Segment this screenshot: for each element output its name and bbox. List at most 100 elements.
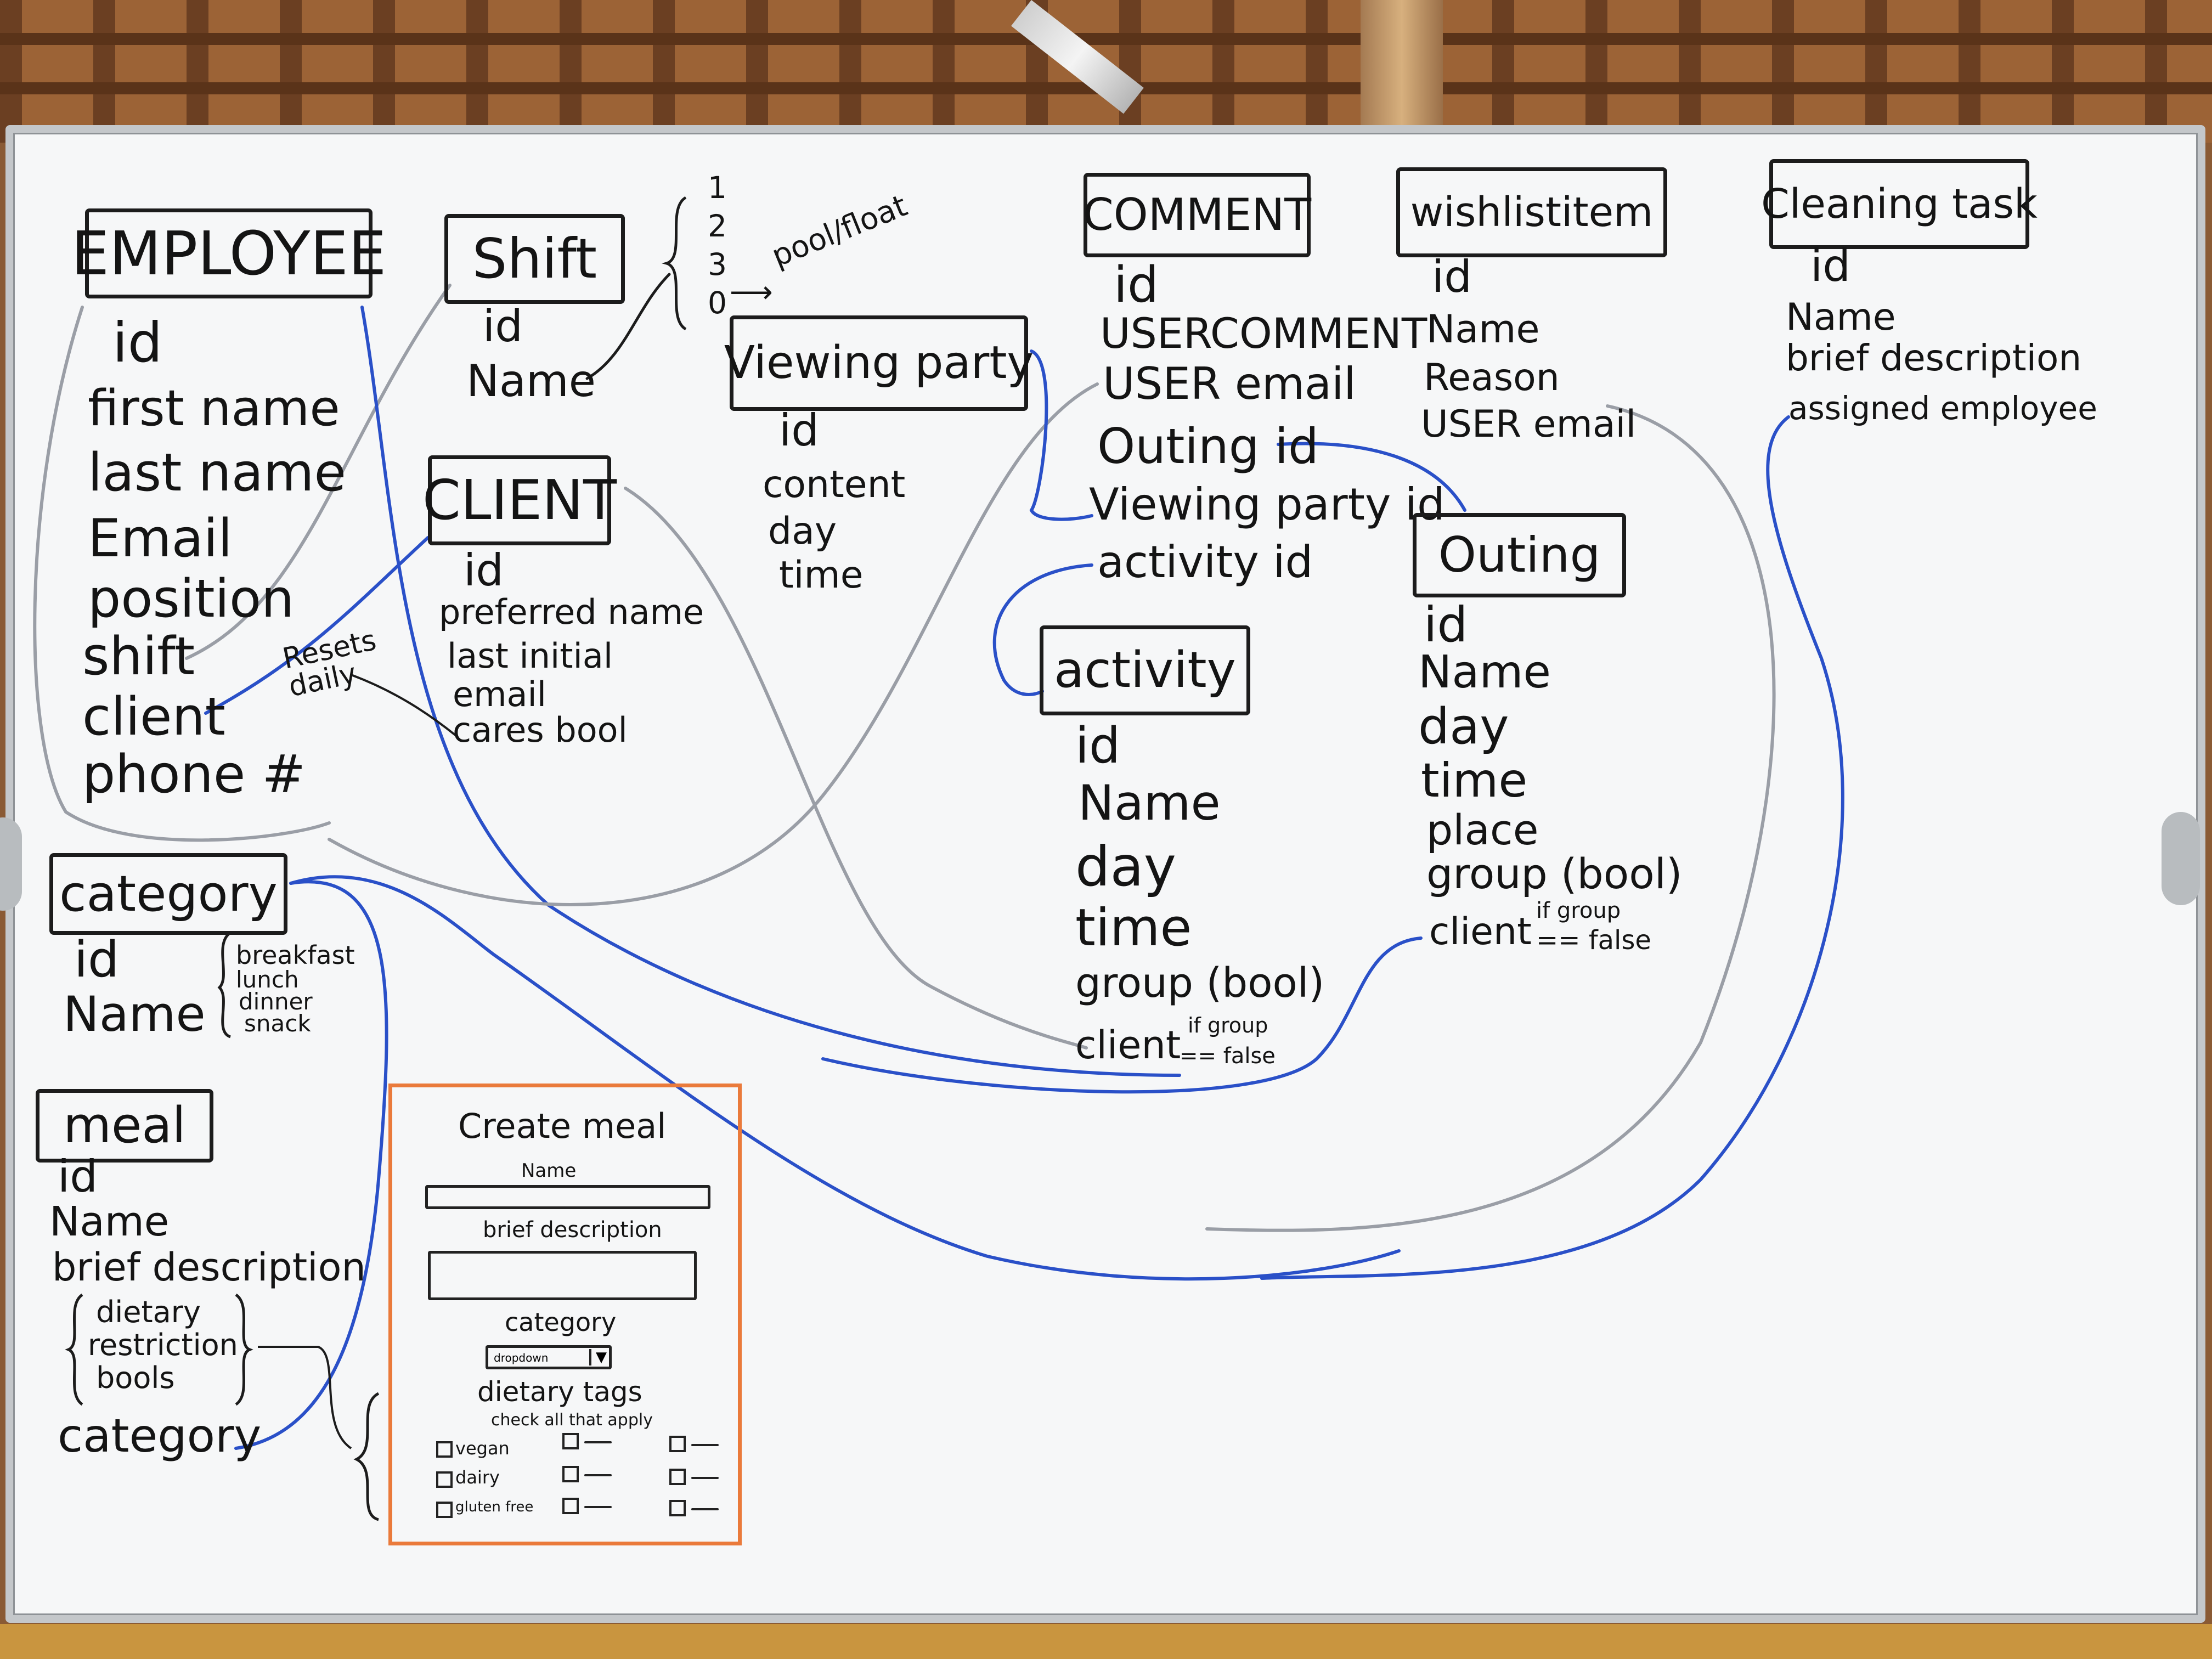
- cleaning-task-title-box: Cleaning task: [1761, 159, 2038, 249]
- category-title-box: category: [49, 853, 287, 935]
- employee-field-position: position: [88, 569, 295, 629]
- activity-client-note-2: == false: [1180, 1043, 1276, 1069]
- board-clip-right: [2162, 812, 2200, 905]
- form-tag-placeholder: [584, 1506, 612, 1508]
- employee-field-email: Email: [88, 509, 233, 569]
- employee-field-last-name: last name: [88, 443, 346, 503]
- comment-field-outing-id: Outing id: [1097, 418, 1319, 475]
- form-description-input[interactable]: [428, 1251, 697, 1300]
- link-client-comment: [624, 487, 1088, 1049]
- category-title: category: [59, 865, 278, 923]
- category-value-dinner: dinner: [239, 988, 313, 1015]
- form-tag-placeholder: [691, 1477, 719, 1479]
- comment-title-box: COMMENT: [1082, 173, 1312, 257]
- meal-bools-arrow: [258, 1346, 352, 1449]
- link-viewing-party: [1029, 349, 1093, 521]
- outing-title-box: Outing: [1413, 513, 1626, 597]
- client-field-email: email: [453, 674, 546, 714]
- board-clip-left: [0, 817, 22, 911]
- wishlist-item-title: wishlistitem: [1410, 189, 1654, 236]
- shift-title-box: Shift: [444, 214, 625, 304]
- employee-title-box: EMPLOYEE: [71, 208, 386, 298]
- shift-value-arrow: ⟶: [730, 274, 773, 309]
- ceiling-column: [1361, 0, 1443, 125]
- category-field-name: Name: [63, 986, 206, 1042]
- link-cleaning-employee: [1260, 415, 1844, 1280]
- form-tag-checkbox[interactable]: [669, 1469, 686, 1485]
- outing-client-note-2: == false: [1536, 925, 1651, 956]
- category-value-snack: snack: [244, 1010, 311, 1037]
- meal-field-bools: bools: [96, 1361, 175, 1395]
- wishlist-item-field-user-email: USER email: [1421, 403, 1637, 446]
- cleaning-task-field-assigned-employee: assigned employee: [1788, 390, 2097, 427]
- form-tags-hint: check all that apply: [491, 1410, 653, 1430]
- link-outing: [1277, 442, 1466, 512]
- meal-title-box: meal: [36, 1089, 213, 1163]
- form-tag-checkbox[interactable]: [562, 1466, 579, 1482]
- category-value-breakfast: breakfast: [236, 940, 355, 970]
- viewing-party-field-content: content: [763, 463, 906, 506]
- link-activity: [992, 563, 1093, 696]
- viewing-party-title: Viewing party: [724, 337, 1034, 389]
- category-values-brace: [217, 931, 232, 1039]
- form-tag-checkbox[interactable]: [562, 1498, 579, 1514]
- wishlist-item-field-reason: Reason: [1424, 356, 1560, 399]
- shift-title: Shift: [472, 227, 597, 291]
- shift-value-1: 1: [708, 170, 727, 205]
- ceiling: [0, 0, 2212, 143]
- link-category-meal: [234, 880, 388, 1450]
- activity-field-time: time: [1075, 898, 1192, 958]
- link-shift-values: [585, 273, 671, 380]
- form-tag-checkbox-gluten-free[interactable]: [436, 1502, 453, 1518]
- link-user-email: [328, 382, 1099, 906]
- activity-field-client: client: [1075, 1023, 1181, 1068]
- shift-value-0: 0: [708, 285, 727, 320]
- comment-title: COMMENT: [1082, 189, 1312, 240]
- employee-field-id: id: [112, 311, 163, 375]
- cleaning-task-title: Cleaning task: [1761, 180, 2038, 228]
- outing-client-note-1: if group: [1536, 898, 1621, 923]
- activity-field-group-bool: group (bool): [1075, 960, 1325, 1007]
- wishlist-item-field-name: Name: [1426, 307, 1540, 352]
- form-category-dropdown[interactable]: dropdown ▼: [486, 1345, 612, 1369]
- outing-field-group-bool: group (bool): [1426, 849, 1683, 898]
- form-name-label: Name: [521, 1160, 577, 1182]
- form-name-input[interactable]: [425, 1185, 710, 1209]
- cleaning-task-field-name: Name: [1786, 296, 1896, 339]
- comment-field-id: id: [1114, 256, 1159, 314]
- form-description-label: brief description: [483, 1217, 662, 1243]
- form-tag-checkbox[interactable]: [669, 1500, 686, 1516]
- form-tag-label-vegan: vegan: [455, 1438, 510, 1459]
- form-category-label: category: [505, 1307, 617, 1337]
- meal-field-id: id: [58, 1151, 98, 1202]
- meal-title: meal: [63, 1097, 186, 1154]
- employee-field-phone: phone #: [82, 744, 306, 805]
- activity-title: activity: [1054, 641, 1236, 699]
- create-meal-form-sketch: Create meal Name brief description categ…: [388, 1084, 742, 1545]
- comment-field-viewing-party-id: Viewing party id: [1089, 479, 1445, 530]
- activity-field-id: id: [1075, 717, 1121, 775]
- meal-field-restriction: restriction: [88, 1328, 238, 1362]
- outing-field-name: Name: [1418, 646, 1551, 698]
- meal-bools-brace-left: [65, 1293, 83, 1406]
- form-tags-label: dietary tags: [477, 1376, 642, 1408]
- link-outing-client: [821, 936, 1423, 1094]
- form-tag-checkbox[interactable]: [562, 1433, 579, 1449]
- form-tag-checkbox-vegan[interactable]: [436, 1441, 453, 1458]
- outing-field-id: id: [1424, 596, 1468, 653]
- link-resets-daily: [350, 674, 456, 736]
- link-wishlist-email: [1205, 404, 1776, 1232]
- client-field-last-initial: last initial: [447, 636, 613, 676]
- client-field-id: id: [464, 545, 504, 596]
- form-tag-checkbox-dairy[interactable]: [436, 1471, 453, 1488]
- category-field-id: id: [74, 931, 120, 989]
- cleaning-task-field-brief-description: brief description: [1786, 337, 2082, 379]
- wishlist-item-field-id: id: [1432, 251, 1472, 302]
- meal-field-name: Name: [49, 1198, 170, 1245]
- form-tag-label-gluten-free: gluten free: [455, 1499, 534, 1515]
- dropdown-arrow-icon: ▼: [589, 1349, 607, 1365]
- shift-values-brace: [661, 196, 687, 331]
- activity-field-day: day: [1075, 834, 1176, 899]
- activity-field-name: Name: [1078, 775, 1221, 831]
- form-tag-checkbox[interactable]: [669, 1436, 686, 1452]
